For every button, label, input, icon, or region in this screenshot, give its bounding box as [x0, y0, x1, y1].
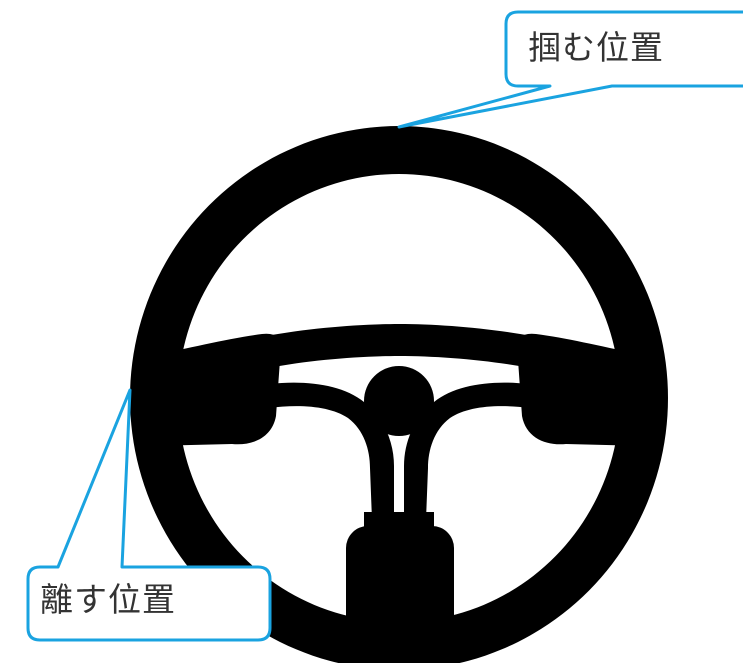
lower-left-bar	[268, 382, 394, 520]
bottom-spoke	[346, 526, 454, 656]
lower-right-bar	[404, 382, 530, 520]
release-callout	[26, 388, 272, 642]
grip-position-label: 掴む位置	[528, 28, 664, 67]
left-spoke	[150, 333, 282, 446]
release-callout-bubble	[26, 388, 272, 642]
grip-callout	[397, 10, 743, 129]
upper-bar	[266, 324, 532, 368]
release-position-label: 離す位置	[40, 580, 176, 619]
steering-wheel-icon	[130, 126, 668, 663]
right-spoke	[516, 333, 648, 446]
center-hub	[364, 366, 434, 436]
grip-callout-bubble	[397, 10, 743, 129]
